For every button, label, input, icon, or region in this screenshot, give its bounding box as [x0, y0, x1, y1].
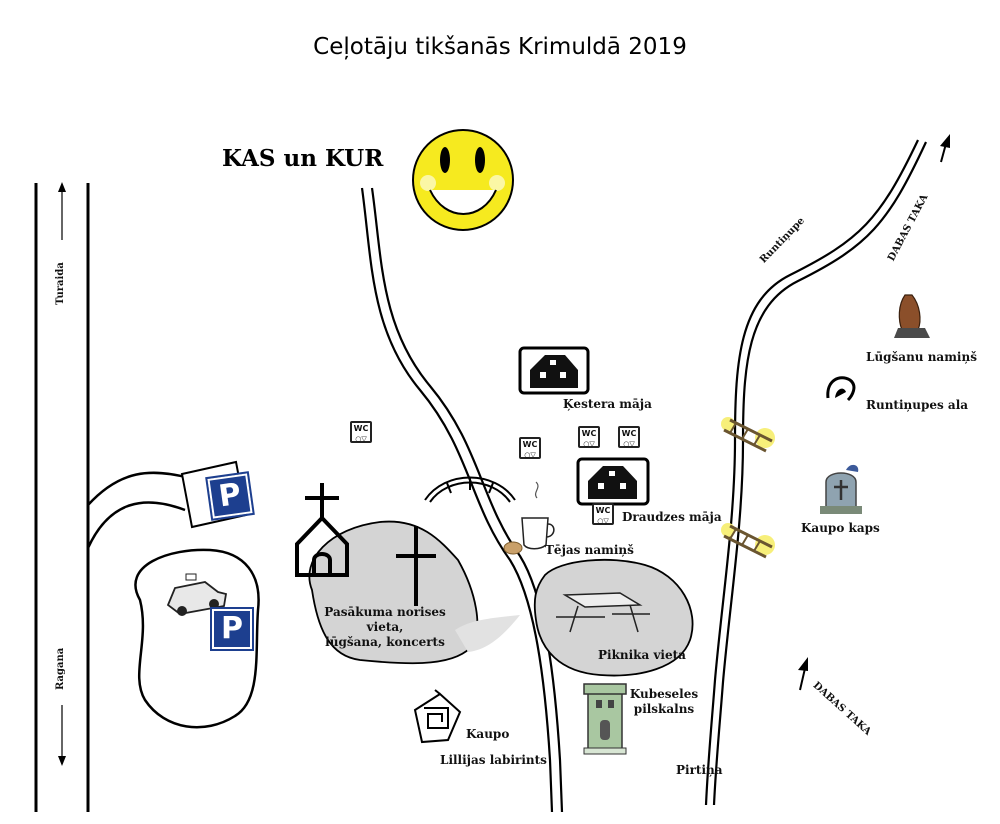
- wc-icon: WC ○▽: [618, 426, 640, 448]
- wc-symbols: ○▽: [583, 440, 595, 448]
- picnic-area: [533, 558, 694, 677]
- wc-icon: WC ○▽: [578, 426, 600, 448]
- wc-label: WC: [581, 429, 597, 438]
- label-tejas-namins: Tējas namiņš: [545, 543, 634, 557]
- wc-symbols: ○▽: [623, 440, 635, 448]
- parking-area: [134, 548, 260, 729]
- wc-label: WC: [595, 506, 611, 515]
- smiley-icon: [412, 129, 514, 231]
- label-kubeseles-pilskalns: Kubeseles pilskalns: [624, 687, 704, 717]
- map-subtitle: KAS un KUR: [222, 145, 384, 172]
- label-lugsanu-namins: Lūgšanu namiņš: [866, 350, 977, 364]
- wc-symbols: ○▽: [355, 435, 367, 443]
- map-title: Ceļotāju tikšanās Krimuldā 2019: [313, 34, 687, 60]
- label-pirtina: Pirtiņa: [676, 763, 723, 777]
- cave-icon: [826, 376, 856, 402]
- labyrinth-icon: [413, 689, 462, 744]
- label-runtinupes-ala: Runtiņupes ala: [866, 398, 969, 412]
- label-kubeseles-line2: pilskalns: [633, 702, 695, 716]
- bridge-icon: [424, 476, 516, 503]
- tombstone-icon: [820, 464, 862, 514]
- ladder-icon-upper: [721, 417, 775, 453]
- parking-sign-lower: P: [210, 607, 254, 651]
- main-road: [34, 182, 90, 812]
- label-pasakuma-line1: Pasākuma norises vieta,: [324, 605, 446, 634]
- label-draudzes-maja: Draudzes māja: [622, 510, 722, 524]
- label-lillijas-labirints: Lillijas labirints: [440, 753, 547, 767]
- wc-label: WC: [621, 429, 637, 438]
- parking-sign-upper: P: [205, 471, 255, 521]
- wc-icon: WC ○▽: [519, 437, 541, 459]
- wc-symbols: ○▽: [524, 451, 536, 459]
- label-kaupo-kaps: Kaupo kaps: [801, 521, 880, 535]
- trail-arrows: [798, 134, 950, 691]
- label-pasakuma-line2: lūgšana, koncerts: [325, 635, 445, 649]
- label-piknika-vieta: Piknika vieta: [598, 648, 686, 662]
- wc-label: WC: [353, 424, 369, 433]
- runtinupe-stream: [704, 139, 927, 806]
- access-road: [86, 471, 191, 549]
- draudzes-house-icon: [576, 457, 650, 506]
- label-kestera-maja: Ķestera māja: [563, 397, 652, 411]
- large-cross-icon: [396, 526, 436, 606]
- wc-icon: WC ○▽: [350, 421, 372, 443]
- label-pasakuma-vieta: Pasākuma norises vieta, lūgšana, koncert…: [310, 605, 460, 650]
- picnic-table-icon: [556, 592, 650, 633]
- praying-hands-icon: [894, 294, 930, 338]
- river: [360, 187, 564, 813]
- wc-label: WC: [522, 440, 538, 449]
- label-kubeseles-line1: Kubeseles: [629, 687, 699, 701]
- road-label-ragana: Ragana: [55, 647, 66, 690]
- ladder-icon-lower: [721, 523, 775, 559]
- car-icon: [166, 573, 228, 616]
- label-kaupo: Kaupo: [466, 727, 510, 741]
- wc-icon: WC ○▽: [592, 503, 614, 525]
- road-label-turaida: Turaida: [55, 262, 66, 305]
- tower-icon: [583, 683, 627, 755]
- church-icon: [295, 483, 349, 577]
- tea-cup-icon: [503, 481, 555, 555]
- wc-symbols: ○▽: [597, 517, 609, 525]
- kestera-house-icon: [518, 346, 590, 395]
